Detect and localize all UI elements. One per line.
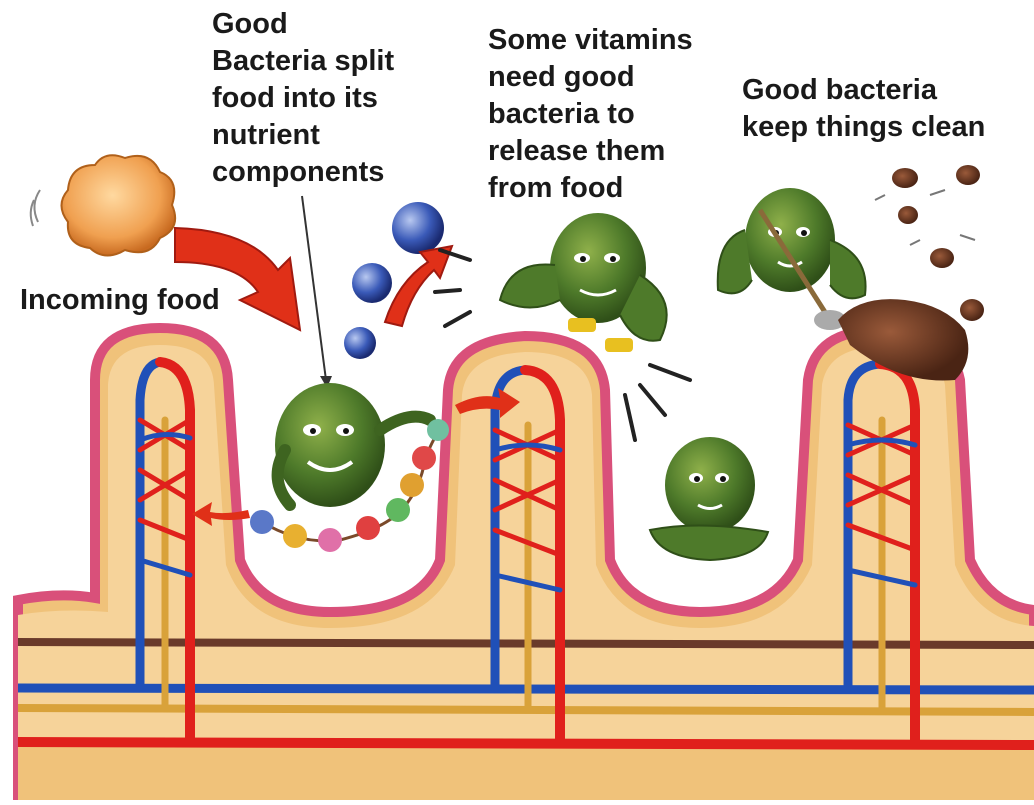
vitamins-label: Some vitamins need good bacteria to rele… xyxy=(488,22,693,207)
incoming-food-label: Incoming food xyxy=(20,282,220,319)
vitamin-molecules-icon xyxy=(344,202,444,359)
bacterium-resting-icon xyxy=(650,437,768,560)
bacterium-cleaner-icon xyxy=(718,188,866,330)
keep-clean-label: Good bacteria keep things clean xyxy=(742,72,985,146)
food-particle-icon xyxy=(31,155,175,255)
vitamin-release-arrow-icon xyxy=(385,246,452,326)
split-food-label: Good Bacteria split food into its nutrie… xyxy=(212,6,394,191)
split-label-pointer xyxy=(302,196,326,380)
